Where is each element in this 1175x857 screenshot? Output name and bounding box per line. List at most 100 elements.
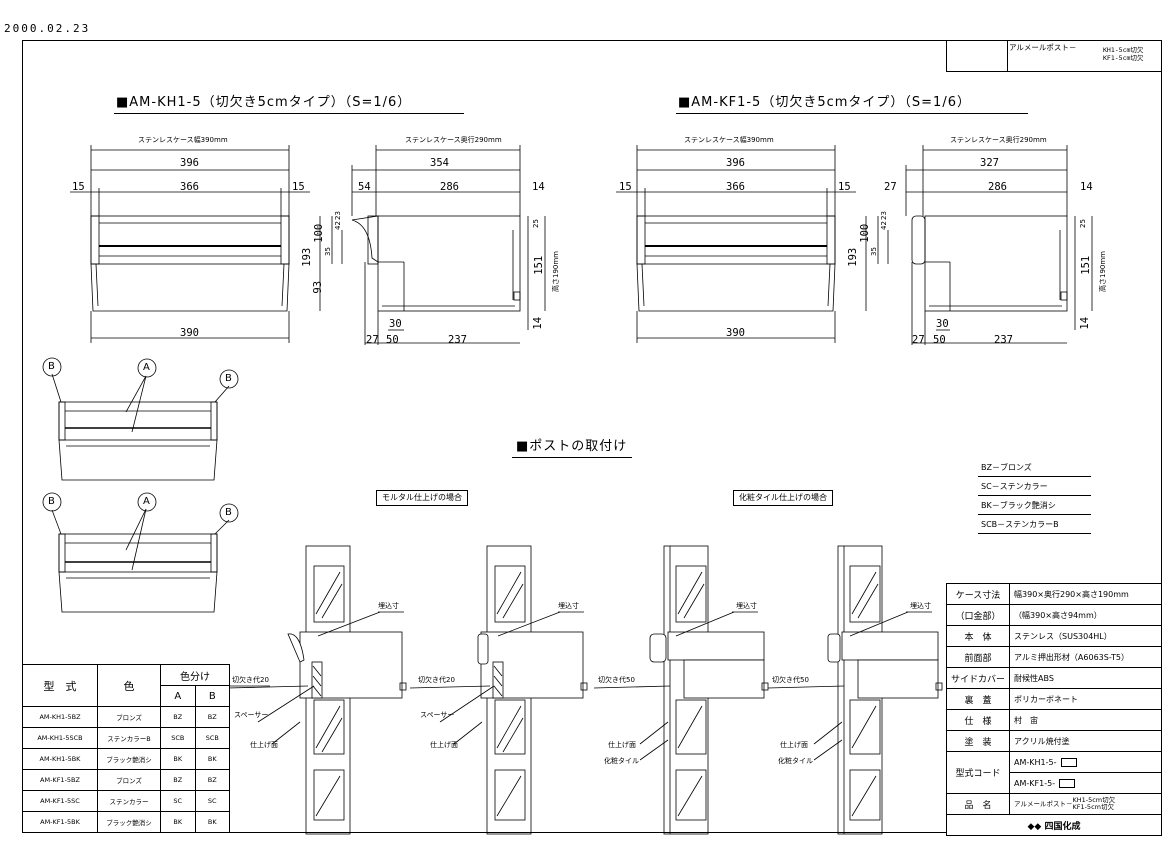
kh-dim-100: 100	[313, 223, 326, 243]
spec-value: （幅390×高さ94mm）	[1009, 604, 1162, 626]
kf-dim-366: 366	[726, 181, 745, 193]
kh-dim-15a: 15	[72, 181, 85, 193]
kf-dim-25: 25	[1078, 219, 1087, 228]
spec-label: 前面部	[945, 646, 1011, 668]
drawing-frame	[22, 40, 1162, 833]
finish-face-label-4: 仕上げ面	[780, 741, 808, 749]
kh-dim-390: 390	[180, 327, 199, 339]
legend-item: SC－ステンカラー	[978, 477, 1091, 496]
finish-face-label-3: 仕上げ面	[608, 741, 636, 749]
legend-item: BZ－ブロンズ	[978, 458, 1091, 477]
kf-dim-193: 193	[847, 247, 860, 267]
kf-dim-14a: 14	[1080, 181, 1093, 193]
kh-case-height: 高さ190mm	[552, 251, 560, 292]
kf-dim-15a: 15	[619, 181, 632, 193]
kf-dim-30: 30	[936, 318, 949, 330]
kf-case-width: ステンレスケース幅390mm	[684, 136, 774, 144]
spec-value: 耐候性ABS	[1009, 667, 1162, 689]
notch-label-2: 切欠き代20	[418, 676, 455, 684]
spacer-label-2: スペーサー	[420, 711, 455, 719]
kf-dim-390: 390	[726, 327, 745, 339]
kh-dim-54: 54	[358, 181, 371, 193]
kf-dim-42: 42	[879, 221, 888, 230]
kh-dim-286: 286	[440, 181, 459, 193]
kh-dim-50: 50	[386, 334, 399, 346]
spec-label: （口金部）	[945, 604, 1011, 626]
callout-a: A	[143, 496, 150, 507]
maker-logo: ◆◆ 四国化成	[946, 814, 1162, 836]
spec-value: アルミ押出形材（A6063S-T5）	[1009, 646, 1162, 668]
perspective-view-2	[51, 508, 230, 613]
kf-dim-151: 151	[1080, 255, 1093, 275]
kf-dim-14b: 14	[1079, 316, 1092, 330]
kf-case-height: 高さ190mm	[1099, 251, 1107, 292]
deco-tile-label-2: 化粧タイル	[778, 757, 813, 765]
kf-dim-35: 35	[869, 247, 878, 256]
spec-value: ステンレス（SUS304HL）	[1009, 625, 1162, 647]
kh-dim-15b: 15	[292, 181, 305, 193]
callout-a: A	[143, 362, 150, 373]
embed-depth-label-3: 埋込寸	[736, 602, 757, 610]
header-b: B	[194, 685, 230, 707]
mount-section-title: ■ポストの取付け	[516, 439, 628, 454]
color-split-header: 色分け	[160, 664, 230, 686]
kh-dim-27: 27	[366, 334, 379, 346]
kh-dim-35: 35	[323, 247, 332, 256]
legend-item: SCB－ステンカラーB	[978, 515, 1091, 534]
kh-dim-366: 366	[180, 181, 199, 193]
kf-front-view	[616, 145, 856, 343]
kf-dim-15b: 15	[838, 181, 851, 193]
callout-b: B	[48, 496, 55, 507]
legend-item: BK－ブラック艶消シ	[978, 496, 1091, 515]
notch-label-4: 切欠き代50	[772, 676, 809, 684]
kh-dim-23: 23	[333, 211, 342, 220]
callout-b: B	[225, 507, 232, 518]
kh-dim-354: 354	[430, 157, 449, 169]
spec-table: ケース寸法幅390×奥行290×高さ190mm （口金部）（幅390×高さ94m…	[945, 583, 1162, 836]
kh-dim-93: 93	[312, 280, 325, 294]
kh-front-view	[70, 145, 310, 343]
finish-face-label-1: 仕上げ面	[250, 741, 278, 749]
kf-dim-327: 327	[980, 157, 999, 169]
spec-value: ポリカーボネート	[1009, 688, 1162, 710]
finish-face-label-2: 仕上げ面	[430, 741, 458, 749]
kh-dim-151: 151	[533, 255, 546, 275]
spec-label: サイドカバー	[945, 667, 1011, 689]
kh-dim-30: 30	[389, 318, 402, 330]
spec-value: 村 宙	[1009, 709, 1162, 731]
mortar-finish-note: モルタル仕上げの場合	[376, 490, 468, 506]
spacer-label-1: スペーサー	[234, 711, 269, 719]
kf-dim-23: 23	[879, 211, 888, 220]
color-header: 色	[97, 664, 161, 707]
tile-finish-note: 化粧タイル仕上げの場合	[733, 490, 833, 506]
notch-label-1: 切欠き代20	[232, 676, 269, 684]
mounting-diagrams	[227, 545, 943, 835]
drawing-date: 2000.02.23	[4, 22, 91, 35]
kh-case-depth: ステンレスケース奥行290mm	[405, 136, 502, 144]
deco-tile-label-1: 化粧タイル	[604, 757, 639, 765]
spec-label: ケース寸法	[945, 583, 1011, 605]
spec-label: 塗 装	[945, 730, 1011, 752]
kf-dim-27: 27	[912, 334, 925, 346]
embed-depth-label-2: 埋込寸	[558, 602, 579, 610]
kf-dim-237: 237	[994, 334, 1013, 346]
kh-dim-14b: 14	[532, 316, 545, 330]
kh-dim-14a: 14	[532, 181, 545, 193]
kh-dim-396: 396	[180, 157, 199, 169]
spec-label: 裏 蓋	[945, 688, 1011, 710]
kh-dim-193: 193	[301, 247, 314, 267]
model-code-label: 型式コード	[945, 751, 1011, 794]
kf-dim-50: 50	[933, 334, 946, 346]
embed-depth-label-1: 埋込寸	[378, 602, 399, 610]
title-block-label: アルメールポスト－	[1009, 43, 1077, 52]
spec-value: 幅390×奥行290×高さ190mm	[1009, 583, 1162, 605]
kf-section-title: ■AM-KF1-5（切欠き5cmタイプ）（S=1/6）	[678, 95, 971, 110]
perspective-view-1	[51, 373, 230, 481]
